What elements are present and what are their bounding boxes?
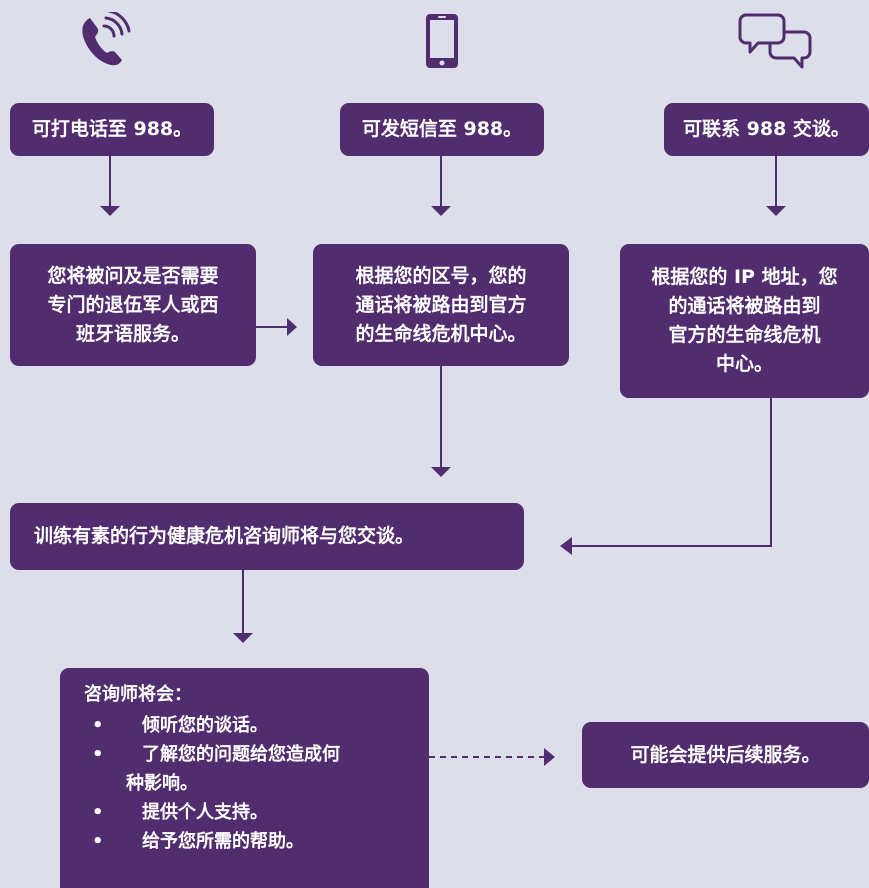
veteran-spanish-box: 您将被问及是否需要 专门的退伍军人或西 班牙语服务。 (10, 244, 256, 366)
followup-label: 可能会提供后续服务。 (630, 743, 821, 766)
area-code-line: 的生命线危机中心。 (355, 322, 527, 345)
area-code-routing-box: 根据您的区号，您的 通话将被路由到官方 的生命线危机中心。 (313, 244, 569, 366)
area-code-line: 根据您的区号，您的 (355, 264, 527, 287)
arrow-ip-to-counselor (572, 398, 772, 547)
area-code-line: 通话将被路由到官方 (355, 293, 527, 316)
text-988-box: 可发短信至 988。 (340, 103, 544, 156)
counselor-will-title: 咨询师将会： (84, 684, 192, 705)
arrowhead-counselor (233, 633, 253, 643)
ip-line: 中心。 (715, 353, 773, 375)
followup-services-box: 可能会提供后续服务。 (582, 722, 869, 788)
ip-routing-box: 根据您的 IP 地址，您 的通话将被路由到 官方的生命线危机 中心。 (620, 244, 869, 398)
veteran-line: 您将被问及是否需要 (47, 264, 219, 287)
chat-bubbles-icon (738, 13, 812, 69)
veteran-line: 班牙语服务。 (75, 322, 190, 345)
bullet: • (92, 802, 104, 823)
bullet: • (92, 831, 104, 852)
list-item-text: 了解您的问题给您造成何 (142, 744, 340, 765)
arrowhead-veteran (287, 318, 297, 336)
call-988-label: 可打电话至 988。 (31, 118, 193, 140)
list-item-text: 提供个人支持。 (142, 802, 268, 823)
counselor-will-list: • 倾听您的谈话。 • 了解您的问题给您造成何 种影响。 • 提供个人支持。 •… (84, 711, 429, 856)
chat-988-label: 可联系 988 交谈。 (683, 118, 850, 140)
arrowhead-call (100, 206, 120, 216)
arrowhead-chat (766, 206, 786, 216)
call-988-box: 可打电话至 988。 (10, 103, 214, 156)
arrowhead-text (431, 206, 451, 216)
counselor-box: 训练有素的行为健康危机咨询师将与您交谈。 (10, 503, 524, 570)
mobile-phone-icon (426, 14, 458, 68)
chat-988-box: 可联系 988 交谈。 (664, 103, 869, 156)
list-item: • 了解您的问题给您造成何 种影响。 (84, 740, 429, 798)
list-item: • 给予您所需的帮助。 (84, 827, 429, 856)
text-988-label: 可发短信至 988。 (361, 118, 523, 140)
arrowhead-area (431, 467, 451, 477)
arrowhead-ip (560, 537, 572, 555)
bullet: • (92, 744, 104, 765)
counselor-will-box: 咨询师将会： • 倾听您的谈话。 • 了解您的问题给您造成何 种影响。 • 提供… (60, 668, 429, 888)
counselor-label: 训练有素的行为健康危机咨询师将与您交谈。 (34, 525, 415, 547)
list-item-text: 倾听您的谈话。 (142, 715, 268, 736)
ip-line: 根据您的 IP 地址，您 (651, 266, 838, 288)
list-item: • 倾听您的谈话。 (84, 711, 429, 740)
list-item-text: 给予您所需的帮助。 (142, 831, 304, 852)
arrowhead-followup (544, 748, 555, 766)
bullet: • (92, 715, 104, 736)
ip-line: 的通话将被路由到 (668, 295, 821, 317)
list-item-text: 种影响。 (126, 773, 198, 794)
phone-icon (82, 12, 131, 66)
ip-line: 官方的生命线危机 (668, 324, 821, 346)
veteran-line: 专门的退伍军人或西 (47, 293, 219, 316)
list-item: • 提供个人支持。 (84, 798, 429, 827)
